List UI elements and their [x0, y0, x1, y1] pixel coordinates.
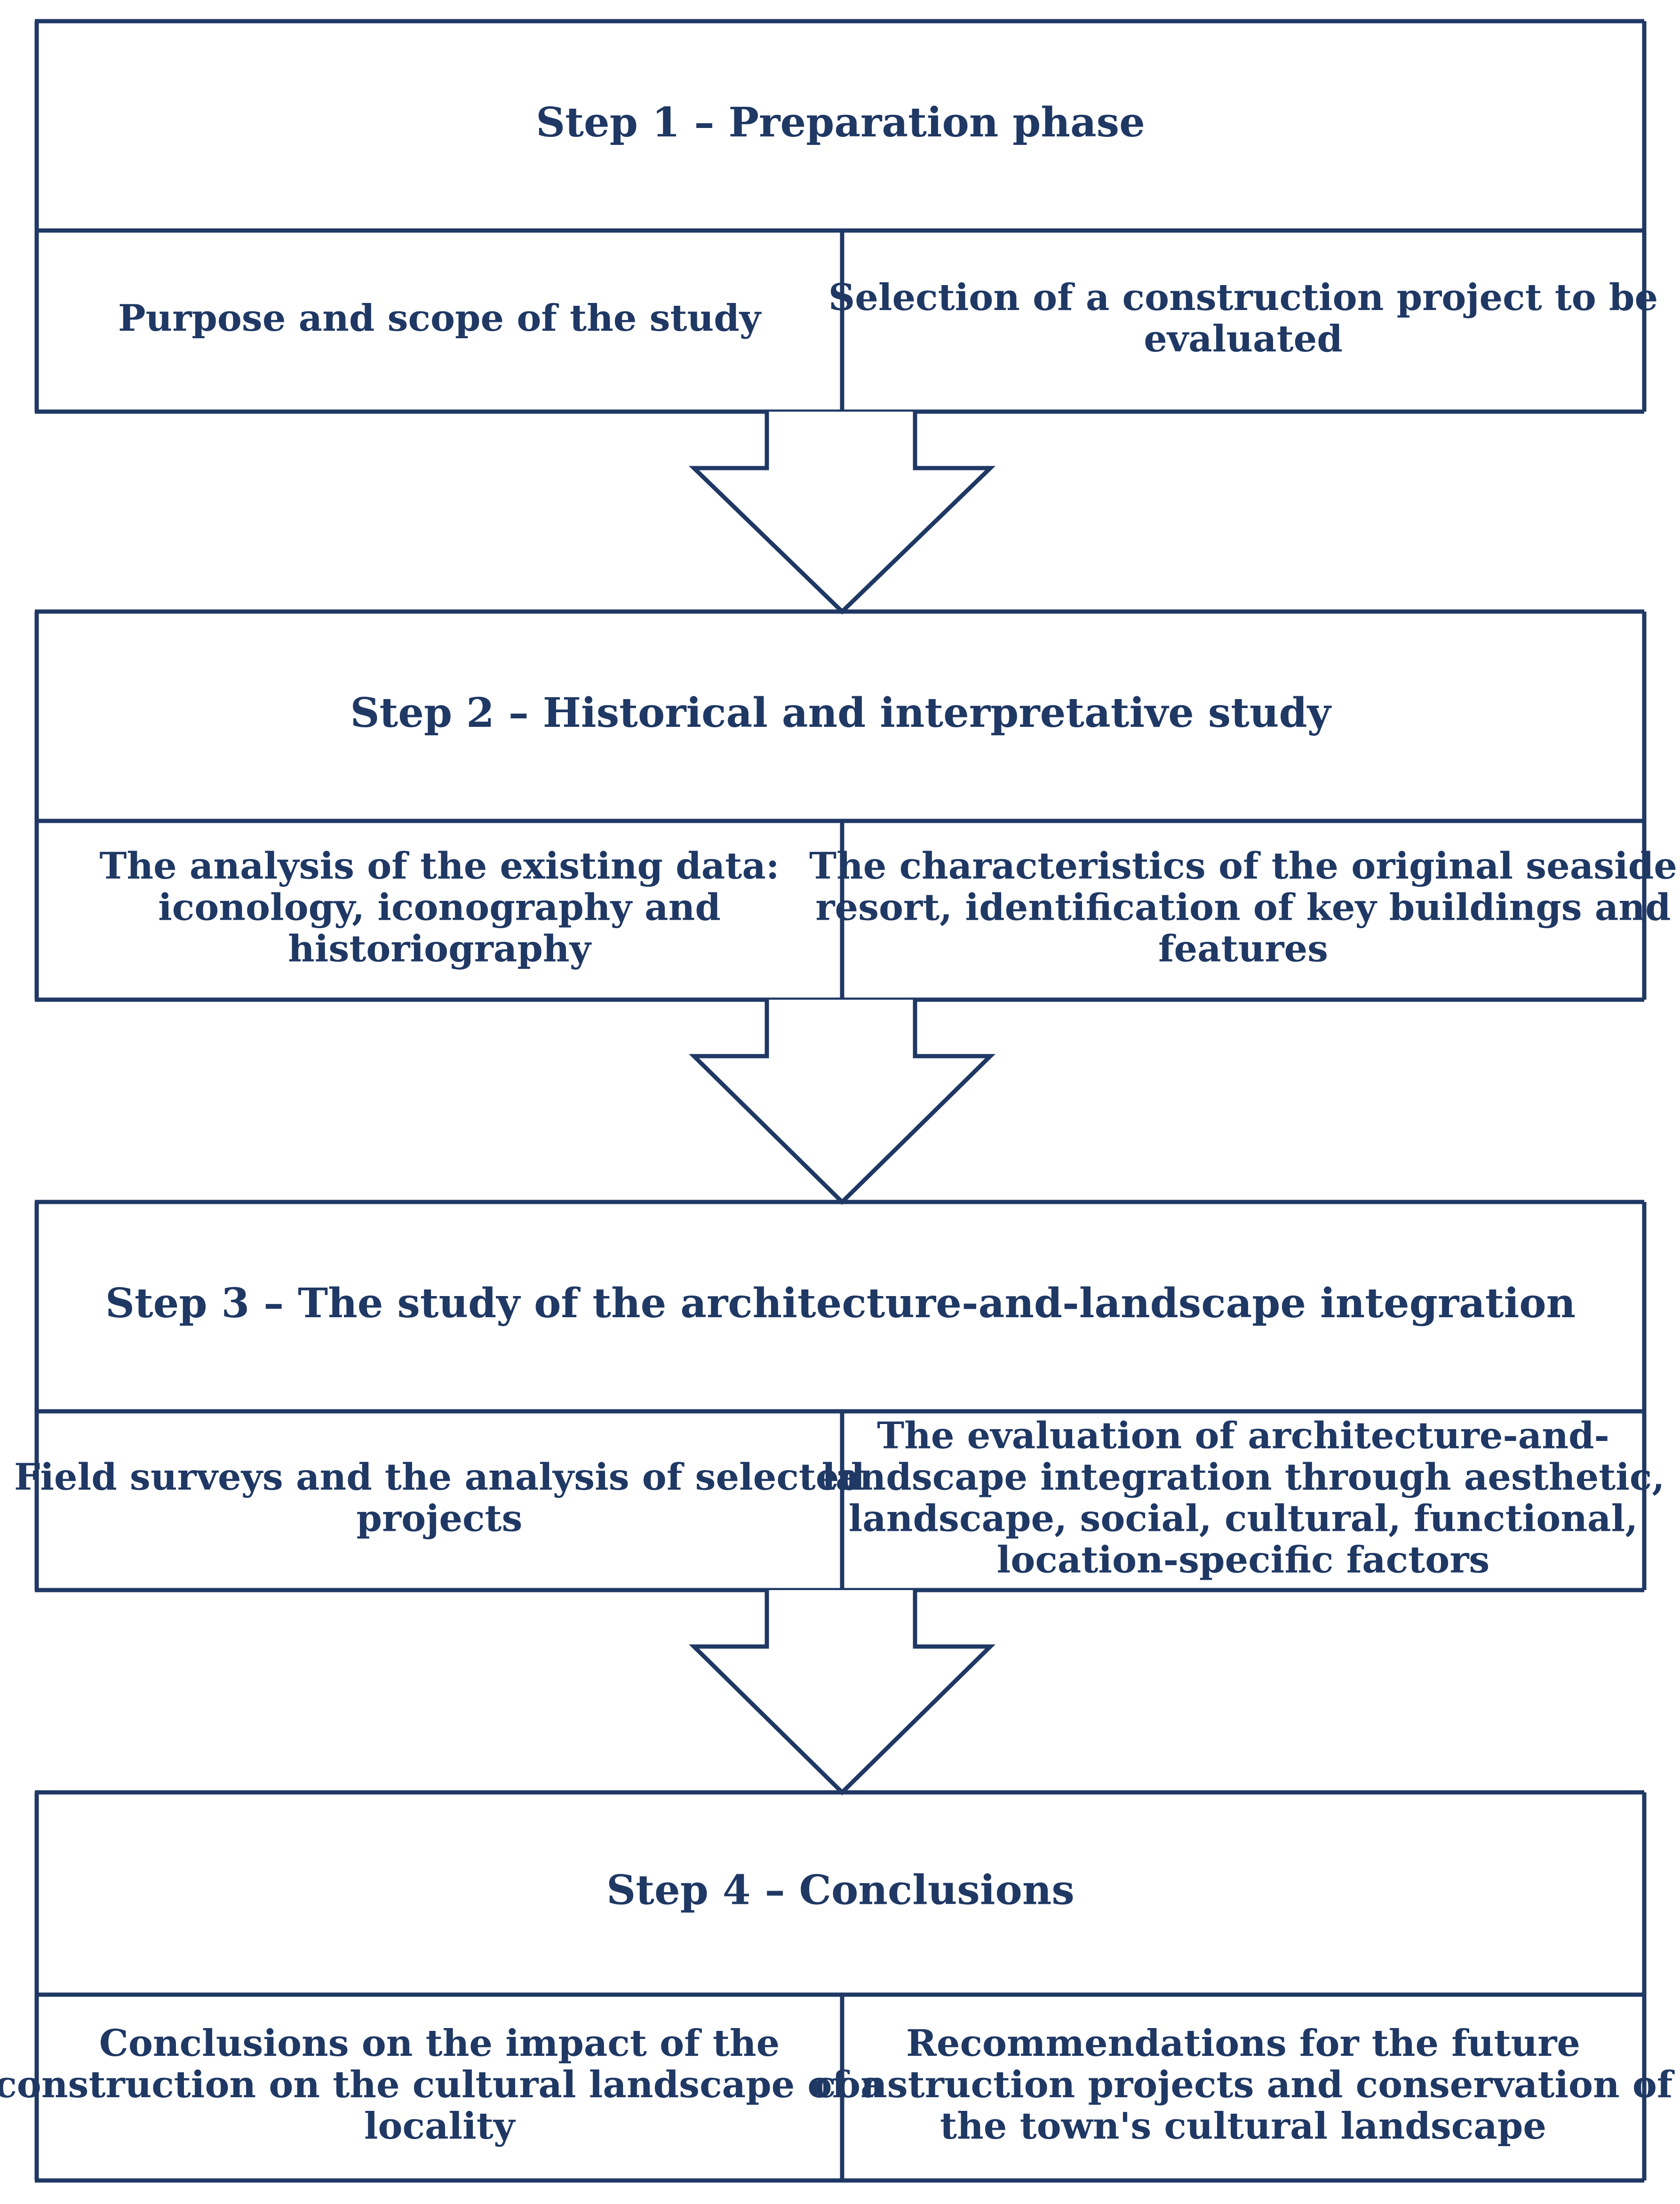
step-3-title: Step 3 – The study of the architecture-a… — [105, 1280, 1576, 1327]
step-2-right-cell-line-2: resort, identification of key buildings … — [815, 886, 1671, 929]
step-1-right-cell-line-1: Selection of a construction project to b… — [828, 276, 1658, 319]
step-2-block — [34, 609, 1647, 1002]
step-4-left-cell-line-1: Conclusions on the impact of the — [99, 2022, 780, 2065]
down-arrow-icon — [689, 1000, 995, 1205]
step-3-left-cell-line-2: projects — [357, 1497, 523, 1540]
step-3-left-cell-line-1: Field surveys and the analysis of select… — [14, 1456, 865, 1499]
step-1-block — [34, 19, 1647, 414]
step-1-title: Step 1 – Preparation phase — [536, 99, 1145, 146]
step-3-right-cell-line-3: landscape, social, cultural, functional, — [849, 1497, 1638, 1540]
step-3-right-cell-line-1: The evaluation of architecture-and- — [877, 1415, 1609, 1457]
step-2-right-cell-line-3: features — [1158, 928, 1328, 971]
step-3-right-cell-line-2: landscape integration through aesthetic, — [821, 1456, 1664, 1499]
step-3-right-cell-line-4: location-specific factors — [997, 1539, 1490, 1582]
step-4-right-cell-line-3: the town's cultural landscape — [940, 2105, 1546, 2148]
down-arrow-icon — [688, 412, 996, 615]
step-1-left-cell-line-1: Purpose and scope of the study — [118, 297, 762, 340]
step-2-title: Step 2 – Historical and interpretative s… — [350, 689, 1332, 737]
down-arrow-icon — [689, 1590, 995, 1796]
step-4-right-cell-line-2: construction projects and conservation o… — [814, 2063, 1675, 2106]
step-2-right-cell-line-1: The characteristics of the original seas… — [809, 845, 1677, 888]
step-4-left-cell-line-2: construction on the cultural landscape o… — [0, 2063, 884, 2106]
step-4-left-cell-line-3: locality — [364, 2105, 516, 2148]
step-1-right-cell-line-2: evaluated — [1144, 318, 1343, 360]
step-2-left-cell-line-3: historiography — [288, 928, 592, 971]
step-4-title: Step 4 – Conclusions — [606, 1867, 1075, 1914]
step-4-right-cell-line-1: Recommendations for the future — [906, 2022, 1580, 2065]
step-2-left-cell-line-1: The analysis of the existing data: — [99, 845, 779, 888]
step-2-left-cell-line-2: iconology, iconography and — [158, 886, 721, 929]
